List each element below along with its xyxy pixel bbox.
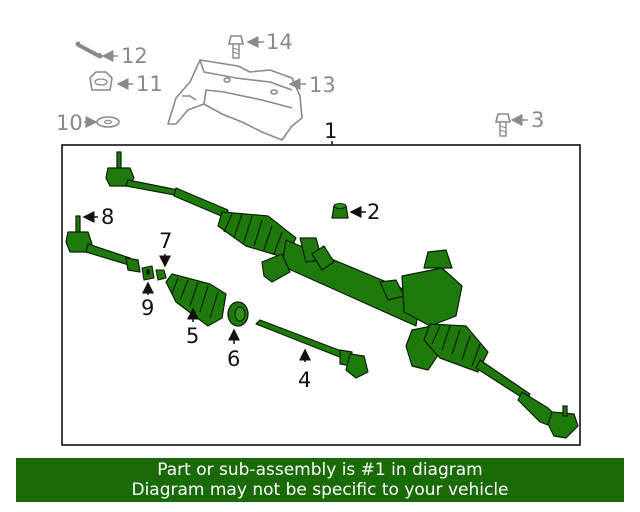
tie-rod-end-part-8[interactable] [65,215,141,273]
clamp-part-6[interactable] [227,301,249,327]
banner-line-2: Diagram may not be specific to your vehi… [131,480,509,500]
boot-part-5[interactable] [165,273,227,327]
callout-8[interactable]: 8 [101,205,114,229]
info-banner: Part or sub-assembly is #1 in diagram Di… [16,458,624,502]
callout-14[interactable]: 14 [266,30,293,54]
bolt-part-14[interactable] [227,35,245,59]
heat-shield-part-13[interactable] [167,59,303,141]
callout-3[interactable]: 3 [531,108,544,132]
assembly-frame [61,144,581,446]
callout-13[interactable]: 13 [309,73,336,97]
callout-9[interactable]: 9 [141,296,154,320]
nut-part-7[interactable] [155,269,167,281]
callout-1[interactable]: 1 [324,119,337,143]
nut-part-11[interactable] [89,71,113,91]
callout-6[interactable]: 6 [227,347,240,371]
callout-7[interactable]: 7 [159,229,172,253]
bushing-part-2[interactable] [331,203,349,219]
washer-part-10[interactable] [96,116,120,128]
steering-gear-assembly[interactable] [105,151,579,439]
jam-nut-part-9[interactable] [141,265,155,281]
callout-2[interactable]: 2 [367,200,380,224]
callout-10[interactable]: 10 [56,111,83,135]
banner-line-1: Part or sub-assembly is #1 in diagram [157,460,483,480]
bolt-part-3[interactable] [494,113,512,137]
pin-part-12[interactable] [75,41,103,59]
inner-tie-rod-part-4[interactable] [255,319,369,379]
callout-12[interactable]: 12 [121,44,148,68]
callout-5[interactable]: 5 [186,324,199,348]
callout-11[interactable]: 11 [136,72,163,96]
callout-4[interactable]: 4 [298,368,311,392]
